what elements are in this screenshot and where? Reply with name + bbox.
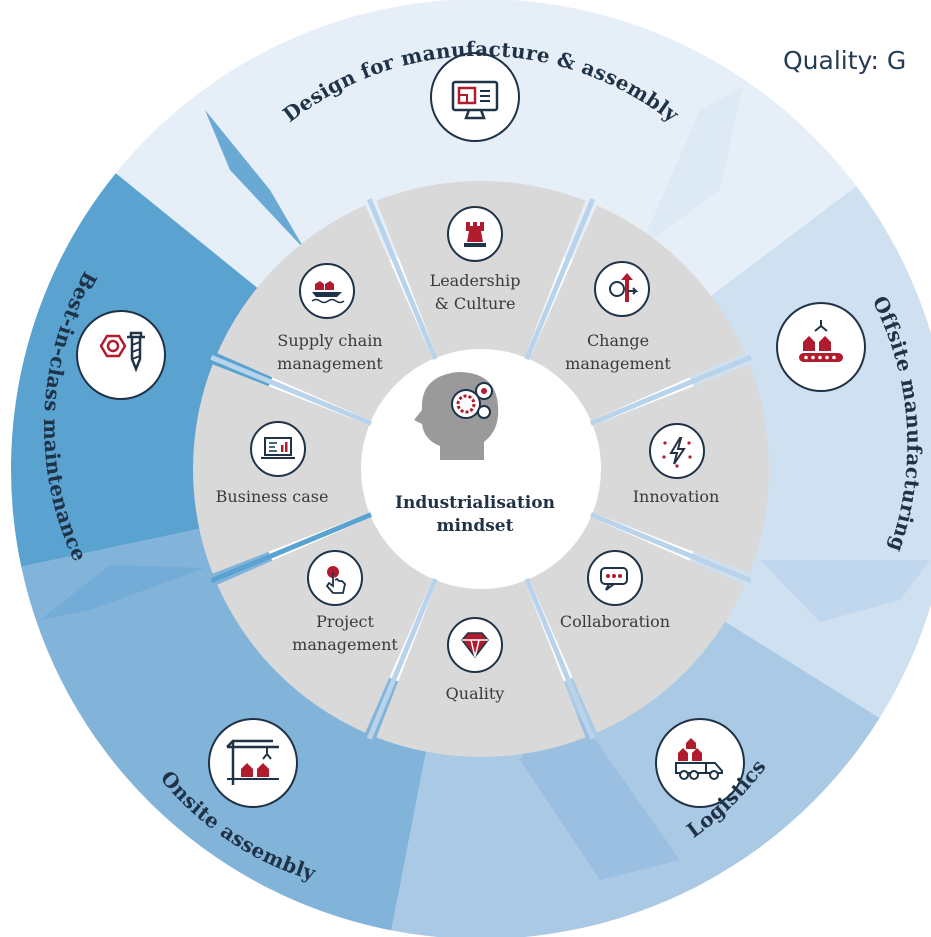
center-title-line1: Industrialisation — [395, 493, 555, 513]
facet-shape-1 — [760, 560, 930, 622]
chess-rook-icon — [447, 206, 503, 262]
inner-segment-3 — [529, 517, 745, 733]
crane-houses-icon — [208, 718, 298, 808]
icon-badge — [208, 718, 298, 808]
conveyor-factory-icon — [776, 302, 866, 392]
inner-segment-0 — [376, 181, 586, 358]
inner-label-1-line-1: management — [565, 354, 671, 373]
inner-label-4-line-0: Quality — [446, 684, 505, 703]
facet-shape-4 — [205, 110, 305, 250]
inner-divider-3 — [589, 511, 752, 584]
inner-label-0-line-1: & Culture — [435, 294, 516, 313]
inner-label-3-line-0: Collaboration — [560, 612, 670, 631]
icon-badge — [594, 261, 650, 317]
inner-segment-1 — [529, 205, 745, 421]
inner-label-7-line-0: Supply chain — [277, 331, 382, 350]
cargo-ship-icon — [299, 263, 355, 319]
center-title-line2: mindset — [437, 516, 514, 536]
inner-divider-1 — [523, 198, 596, 361]
hand-pointer-icon — [307, 550, 363, 606]
header-caption: Quality: G — [783, 46, 907, 75]
nut-screw-icon — [76, 310, 166, 400]
inner-segment-5 — [217, 517, 433, 733]
inner-label-0-line-0: Leadership — [430, 271, 521, 290]
inner-divider-6 — [210, 511, 373, 584]
icon-badge — [250, 421, 306, 477]
facet-shape-3 — [40, 565, 205, 620]
icon-badge — [299, 263, 355, 319]
icon-badge — [307, 550, 363, 606]
center-hub: Industrialisation mindset — [362, 350, 600, 588]
outer-segment-onsite — [21, 516, 438, 931]
diamond-icon — [447, 617, 503, 673]
monitor-blueprint-icon — [430, 52, 520, 142]
facet-shape-0 — [640, 88, 742, 248]
inner-label-7-line-1: management — [277, 354, 383, 373]
inner-divider-5 — [366, 577, 439, 740]
icon-badge — [649, 423, 705, 479]
inner-divider-4 — [523, 577, 596, 740]
laptop-chart-icon — [250, 421, 306, 477]
outer-segment-logistics — [391, 589, 880, 937]
chat-bubbles-icon — [587, 550, 643, 606]
inner-label-5-line-1: management — [292, 635, 398, 654]
delivery-truck-icon — [655, 718, 745, 808]
inner-divider-0 — [366, 198, 439, 361]
inner-label-5-line-0: Project — [316, 612, 374, 631]
change-arrows-icon — [594, 261, 650, 317]
inner-divider-2 — [589, 354, 752, 427]
center-circle — [362, 350, 600, 588]
inner-label-1-line-0: Change — [587, 331, 649, 350]
head-gears-icon — [414, 372, 499, 460]
inner-divider-7 — [210, 354, 373, 427]
icon-badge — [587, 550, 643, 606]
inner-label-2-line-0: Innovation — [633, 487, 720, 506]
inner-label-6-line-0: Business case — [216, 487, 329, 506]
lightning-spark-icon — [649, 423, 705, 479]
